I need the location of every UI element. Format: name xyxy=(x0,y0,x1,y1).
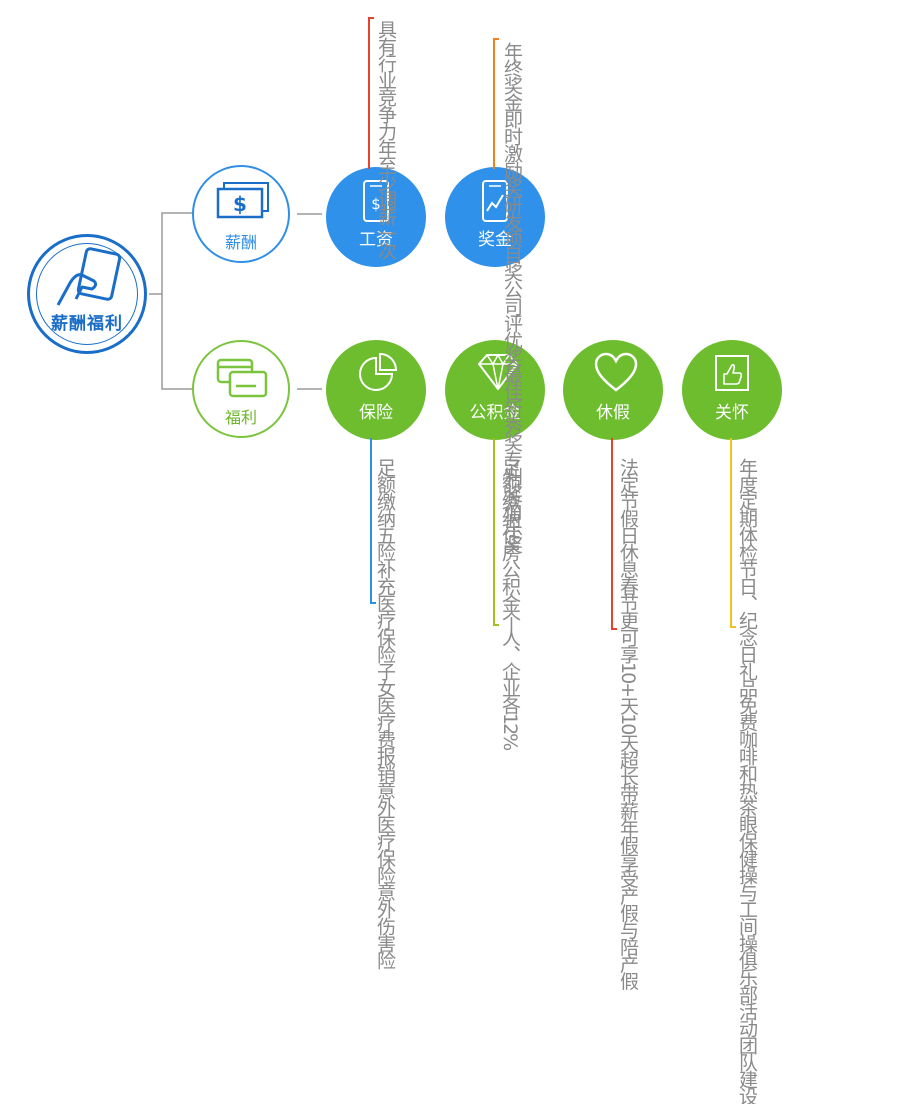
item-label: 公积金 xyxy=(469,403,521,423)
vacation-detail-tick xyxy=(611,628,617,630)
care-detail-text: 年度定期体检节日、纪念日礼品免费咖啡和热茶眼保健操与工间操俱乐部活动团队建设 xyxy=(736,458,758,1104)
detail-line: 补充医疗保险 xyxy=(374,560,396,662)
detail-line: 个人、企业各12% xyxy=(499,611,521,750)
phone-chart-icon xyxy=(482,180,508,222)
detail-line: 具有行业竞争力 xyxy=(375,20,397,139)
hand-card-icon xyxy=(56,247,122,306)
fund-detail-bar xyxy=(493,438,495,626)
wage-detail-tick xyxy=(368,17,374,19)
detail-line: 年终奖金 xyxy=(501,42,523,110)
detail-line: 团队建设 xyxy=(736,1036,758,1104)
detail-line: 免费咖啡和热茶 xyxy=(736,696,758,815)
detail-line: 伯乐奖 xyxy=(501,501,523,552)
phone-dollar-icon: $ xyxy=(363,180,389,222)
item-label: 奖金 xyxy=(478,230,512,250)
item-wage: $ 工资 xyxy=(326,167,426,267)
detail-line: 专利奖 xyxy=(501,450,523,501)
pie-chart-icon xyxy=(359,352,398,391)
care-detail-tick xyxy=(730,626,736,628)
detail-line: 意外伤害险 xyxy=(374,883,396,968)
insurance-detail-bar xyxy=(370,438,372,604)
connector-lines xyxy=(149,212,322,390)
detail-line: 眼保健操与工间操 xyxy=(736,815,758,951)
heart-icon xyxy=(594,352,638,392)
detail-line: 即时激励奖 xyxy=(501,110,523,195)
detail-line: 公司评优奖 xyxy=(501,280,523,365)
detail-line: 年度定期体检 xyxy=(736,458,758,560)
item-label: 休假 xyxy=(596,403,630,423)
item-bonus: 奖金 xyxy=(445,167,545,267)
detail-line: 节日、纪念日礼品 xyxy=(736,560,758,696)
category-label: 福利 xyxy=(224,408,257,427)
fund-detail-text: 足额缴纳住房公积金个人、企业各12% xyxy=(499,458,521,750)
detail-line: 研发项目奖 xyxy=(501,195,523,280)
detail-line: 春节更可享10+天 xyxy=(617,577,639,714)
care-detail-bar xyxy=(730,438,732,628)
root-label: 薪酬福利 xyxy=(51,314,123,334)
svg-text:$: $ xyxy=(233,192,247,216)
item-insurance: 保险 xyxy=(326,340,426,440)
diamond-icon xyxy=(478,353,518,390)
detail-line: 足额缴纳住房公积金 xyxy=(499,458,521,611)
root-node: 薪酬福利 xyxy=(27,234,147,354)
thumbs-up-icon xyxy=(715,355,749,391)
detail-line: 足额缴纳五险 xyxy=(374,458,396,560)
vacation-detail-text: 法定节假日休息春节更可享10+天10天超长带薪年假享受产假与陪产假 xyxy=(617,458,639,989)
insurance-detail-tick xyxy=(370,602,376,604)
bonus-detail-tick xyxy=(493,38,499,40)
wage-detail-bar xyxy=(368,17,370,169)
item-label: 保险 xyxy=(359,403,393,423)
detail-line: 意外医疗保险 xyxy=(374,781,396,883)
detail-line: 年至少调薪一次 xyxy=(375,139,397,258)
item-housing-fund: 公积金 xyxy=(445,340,545,440)
vacation-detail-bar xyxy=(611,438,613,630)
bonus-detail-bar xyxy=(493,38,495,169)
detail-line: 法定节假日休息 xyxy=(617,458,639,577)
fund-detail-tick xyxy=(493,624,499,626)
category-label: 薪酬 xyxy=(224,233,257,252)
detail-line: 子女医疗费报销 xyxy=(374,662,396,781)
detail-line: 俱乐部活动 xyxy=(736,951,758,1036)
detail-line: 最佳新秀奖 xyxy=(501,365,523,450)
category-salary: $ 薪酬 xyxy=(192,165,290,263)
dollar-bill-icon: $ xyxy=(216,182,269,219)
item-care: 关怀 xyxy=(682,340,782,440)
detail-line: 10天超长带薪年假 xyxy=(617,713,639,853)
item-vacation: 休假 xyxy=(563,340,663,440)
item-label: 关怀 xyxy=(715,403,749,423)
insurance-detail-text: 足额缴纳五险补充医疗保险子女医疗费报销意外医疗保险意外伤害险 xyxy=(374,458,396,968)
detail-line: 享受产假与陪产假 xyxy=(617,852,639,989)
cards-icon xyxy=(216,358,268,398)
wage-detail-text: 具有行业竞争力年至少调薪一次 xyxy=(375,20,397,258)
category-benefits: 福利 xyxy=(192,340,290,438)
svg-text:$: $ xyxy=(371,195,381,213)
item-label: 工资 xyxy=(359,230,393,250)
bonus-detail-text: 年终奖金即时激励奖研发项目奖公司评优奖最佳新秀奖专利奖伯乐奖 xyxy=(501,42,523,552)
